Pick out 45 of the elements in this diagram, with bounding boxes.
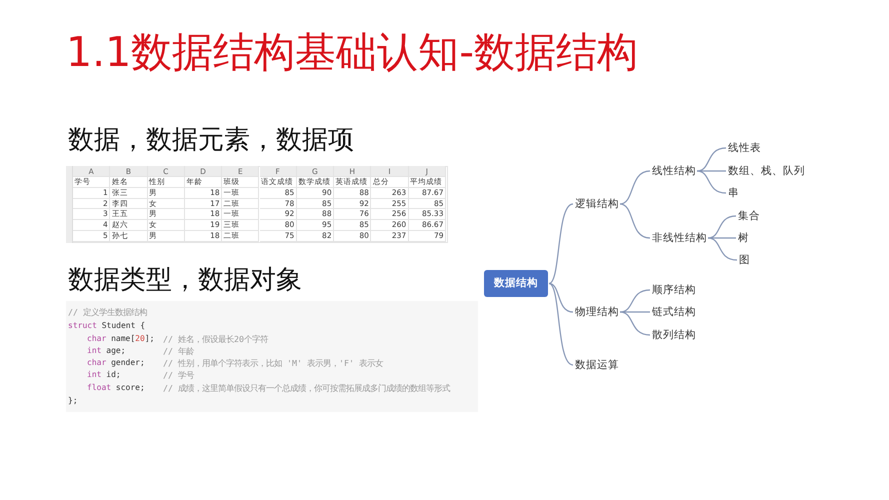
topic-label: 逻辑结构 [575, 196, 619, 212]
code-comment: // 年龄 [163, 345, 194, 357]
topic-label: 图 [739, 252, 750, 268]
topic-label: 线性表 [728, 140, 761, 156]
code-line: }; [68, 394, 78, 406]
code-comment: // 姓名，假设最长20个字符 [163, 333, 268, 345]
topic-label: 串 [728, 185, 739, 201]
code-comment: // 学号 [163, 369, 194, 381]
branch-connector [548, 203, 574, 284]
branch-connector [620, 203, 650, 239]
code-line: float score; [87, 382, 145, 394]
topic-label: 顺序结构 [652, 282, 696, 298]
branch-connector [708, 215, 736, 239]
code-line: char gender; [87, 357, 145, 369]
branch-connector [696, 170, 726, 194]
topic-label: 链式结构 [652, 304, 696, 320]
topic-label: 线性结构 [652, 163, 696, 179]
code-comment: // 成绩，这里简单假设只有一个总成绩，你可按需拓展成多门成绩的数组等形式 [163, 382, 450, 394]
code-line: int id; [87, 369, 121, 381]
branch-connector [696, 147, 726, 172]
section-heading: 数据类型，数据对象 [68, 264, 302, 297]
code-line: int age; [87, 345, 126, 357]
topic-label: 数组、栈、队列 [728, 163, 805, 179]
branch-connector [708, 237, 736, 239]
branch-connector [548, 282, 574, 366]
branch-connector [620, 289, 650, 313]
topic-label: 数据运算 [575, 357, 619, 373]
branch-connector [548, 282, 574, 313]
code-line: char name[20]; [87, 333, 154, 345]
topic-label: 树 [738, 230, 749, 246]
topic-label: 非线性结构 [652, 230, 707, 246]
branch-connector [620, 311, 650, 313]
branch-connector [708, 237, 738, 261]
code-line: struct Student { [68, 320, 146, 332]
code-comment: // 定义学生数据结构 [68, 306, 147, 318]
slide-title: 1.1数据结构基础认知-数据结构 [66, 27, 638, 77]
branch-connector [697, 170, 726, 172]
section-heading: 数据，数据元素，数据项 [68, 124, 354, 157]
topic-label: 物理结构 [575, 304, 619, 320]
code-comment: // 性别，用单个字符表示，比如 'M' 表示男，'F' 表示女 [163, 357, 383, 369]
branch-connector [620, 170, 650, 205]
branch-connector [620, 311, 650, 336]
root-topic-box: 数据结构 [484, 270, 548, 297]
topic-label: 集合 [738, 208, 760, 224]
topic-label: 散列结构 [652, 327, 696, 343]
